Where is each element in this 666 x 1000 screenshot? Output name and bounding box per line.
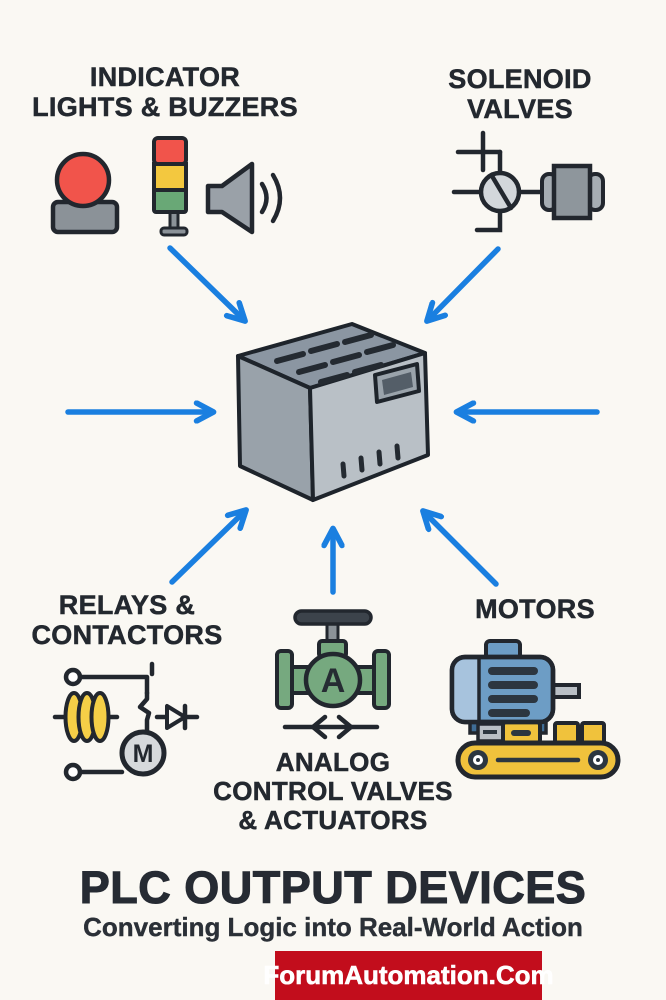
valve-right-flange [372,649,391,710]
diode-triangle [165,704,187,730]
plc-vent-slots [274,332,396,385]
page-title: PLC OUTPUT DEVICES [79,861,587,913]
indicator-lights-heading: INDICATOR LIGHTS & BUZZERS [17,62,313,123]
stack-light-pole [168,210,180,230]
junction-box-slot [483,730,497,734]
motor-conveyor-icon [449,639,621,780]
stack-light-icon [152,136,189,237]
motor-body-outline [449,654,556,725]
conveyor-wheel-right [588,750,608,770]
valve-diagonal [489,173,514,211]
heading-line: SOLENOID [448,64,592,95]
stack-light-base [159,226,189,237]
gearbox-slot [511,730,531,736]
arrow-solenoid-to-plc [428,246,501,320]
conveyor-wheel-left [468,750,488,770]
analog-valves-heading: ANALOG CONTROL VALVES & ACTUATORS [181,747,485,836]
terminal-top [63,667,83,687]
solenoid-valves-heading: SOLENOID VALVES [408,64,632,125]
relay-contactor-circuit-icon: M [52,661,200,782]
valve-letter: A [321,662,346,700]
solenoid-coil-body [551,163,593,221]
valve-handle [293,609,373,626]
motor-symbol-circle [119,729,167,777]
solenoid-valve-icon [451,130,605,233]
valve-schematic-lines [451,130,546,233]
plc-display-screen [382,372,413,395]
heading-line: CONTROL VALVES [213,776,453,807]
relay-top-wire [77,674,150,696]
conveyor-block-2 [580,721,606,745]
heading-line: LIGHTS & BUZZERS [32,92,298,123]
relays-contactors-heading: RELAYS & CONTACTORS [17,590,237,651]
heading-line: & ACTUATORS [238,805,428,836]
arrow-motors-to-plc [424,512,499,587]
motor-fins [488,667,538,717]
modulation-double-arrow [282,714,380,740]
plc-box-icon [236,322,430,502]
heading-line: VALVES [467,94,573,125]
stack-green-segment [152,188,188,214]
push-button-light-icon [50,151,120,235]
heading-line: CONTACTORS [31,620,223,651]
watermark-text: ForumAutomation.Com [263,960,554,991]
watermark-banner: ForumAutomation.Com [263,951,554,1000]
stack-amber-segment [152,162,188,192]
valve-body [303,651,363,709]
page-subtitle: Converting Logic into Real-World Action [83,912,583,942]
arrow-relays-to-plc [169,511,245,585]
plc-front-slots [340,443,401,479]
terminal-bottom [63,762,83,782]
heading-line: ANALOG [275,747,391,777]
heading-line: INDICATOR [89,62,241,93]
sound-wave-inner [259,181,269,215]
button-dome [54,151,112,209]
buzzer-speaker-icon [205,161,283,235]
valve-left-flange [275,649,294,710]
motor-end-cap [454,659,479,720]
heading-line: MOTORS [475,594,595,625]
conveyor-block-1 [553,721,580,745]
motor-letter: M [133,740,154,768]
arrow-indicator-to-plc [167,245,244,320]
speaker-horn [205,161,255,235]
analog-control-valve-icon: A [275,609,391,740]
motors-heading: MOTORS [440,594,630,625]
sound-wave-outer [270,172,283,224]
stack-red-segment [152,136,188,166]
relay-coil [63,691,111,743]
motor-shaft [551,683,581,699]
heading-line: RELAYS & [58,590,196,621]
relay-switch [137,690,152,734]
